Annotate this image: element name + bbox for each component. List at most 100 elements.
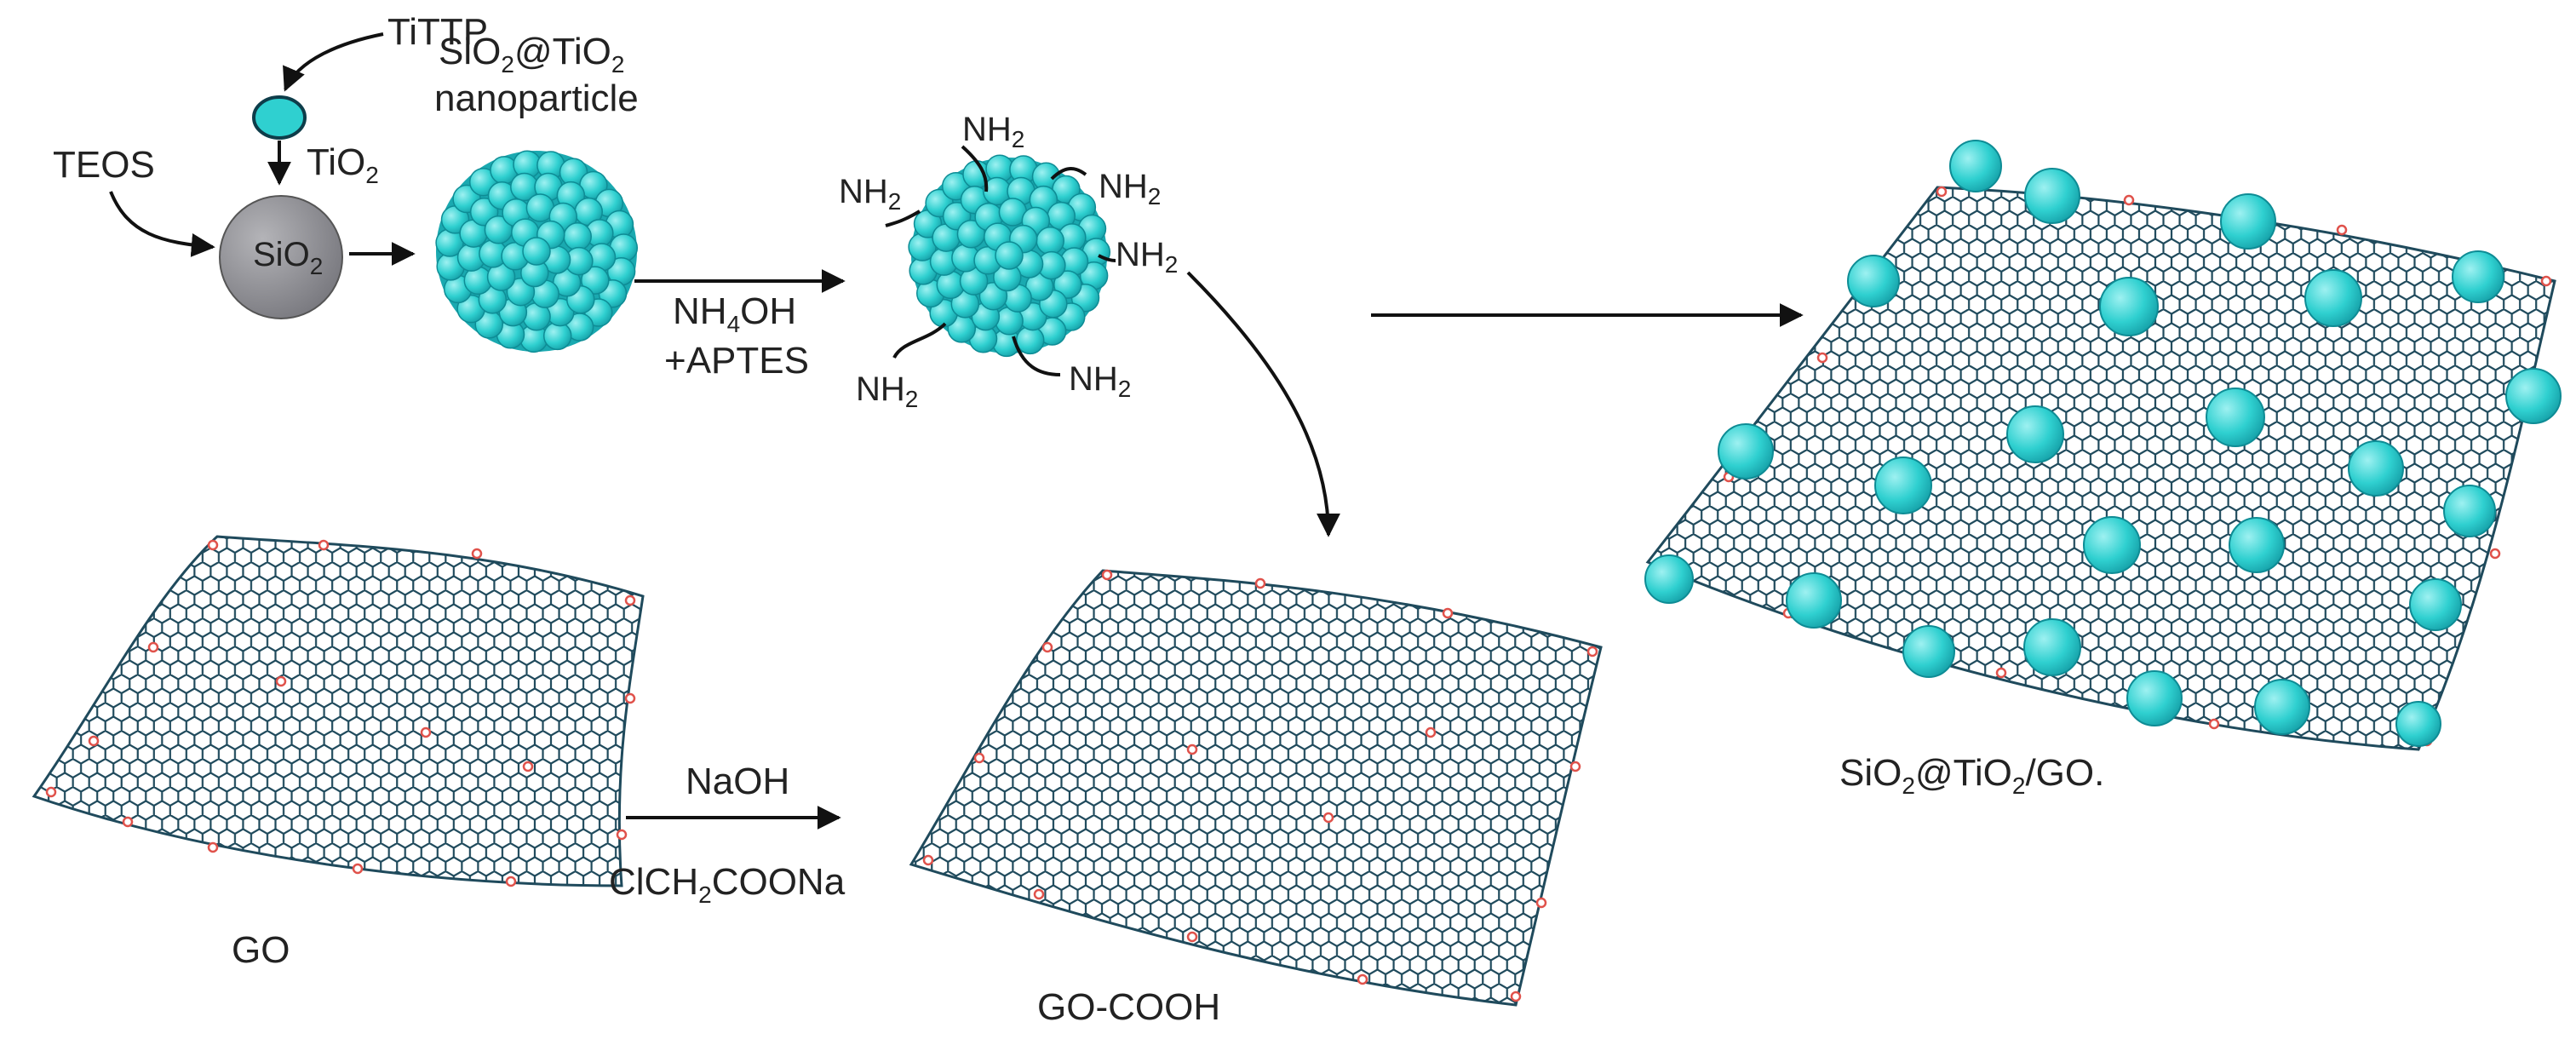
composite-label: SiO2@TiO2/GO.	[1839, 752, 2104, 799]
composite-nanoparticle	[2220, 193, 2276, 250]
oxygen-group	[318, 539, 330, 551]
oxygen-group	[1186, 744, 1198, 755]
tio2-bead	[563, 222, 592, 251]
oxygen-group	[2123, 194, 2135, 206]
composite-nanoparticle	[1644, 554, 1694, 604]
amine-functionalized-nanoparticle	[908, 154, 1111, 358]
go-cooh-sheet	[909, 569, 1603, 1007]
composite-nanoparticle	[2006, 405, 2064, 463]
go-cooh-label: GO-COOH	[1037, 986, 1220, 1028]
composite-nanoparticle	[1902, 625, 1955, 678]
composite-nanoparticle	[2505, 368, 2562, 424]
amine-chain-left	[885, 210, 921, 227]
composite-nanoparticle	[2126, 670, 2183, 726]
oxygen-group	[1510, 990, 1522, 1002]
tio2-bead	[1053, 270, 1082, 299]
amine-chain-top	[961, 145, 989, 192]
go-oxygen-groups	[45, 539, 636, 887]
nh4oh-label: NH4OH	[673, 290, 796, 337]
oxygen-group	[1586, 646, 1598, 657]
nh2-top-right: NH2	[1099, 168, 1161, 210]
oxygen-group	[624, 594, 636, 606]
tio2-label: TiO2	[307, 141, 379, 188]
np-label-line2: nanoparticle	[434, 78, 639, 119]
oxygen-group	[1995, 667, 2007, 679]
oxygen-group	[1254, 577, 1266, 589]
composite-nanoparticles	[1644, 140, 2562, 747]
go-label: GO	[232, 929, 290, 971]
composite-nanoparticle	[1718, 423, 1774, 479]
tio2-bead	[542, 321, 572, 351]
oxygen-group	[922, 854, 934, 866]
oxygen-group	[122, 816, 134, 828]
oxygen-group	[1535, 897, 1547, 909]
oxygen-group	[1442, 607, 1454, 619]
oxygen-group	[207, 841, 219, 853]
composite-nanoparticle	[2083, 516, 2141, 574]
composite-nanoparticle	[1786, 572, 1842, 629]
oxygen-group	[1101, 569, 1113, 581]
nh2-left: NH2	[839, 173, 901, 215]
clch2coona-label: ClCH2COONa	[609, 861, 846, 908]
oxygen-group	[522, 761, 534, 772]
teos-label: TEOS	[53, 144, 155, 186]
composite-nanoparticle	[2452, 250, 2504, 303]
composite-nanoparticle	[2443, 485, 2496, 537]
tio2-bead	[995, 241, 1024, 270]
oxygen-group	[471, 548, 483, 560]
composite-nanoparticle	[2099, 277, 2159, 336]
grafting-arrow	[1186, 271, 1340, 537]
oxygen-group	[624, 692, 636, 704]
tio2-bead	[522, 237, 551, 266]
oxygen-group	[88, 735, 100, 747]
tio2-bead	[581, 266, 610, 295]
composite-nanoparticle	[2023, 618, 2081, 676]
go-sheet	[32, 535, 645, 887]
tio2-bead	[1036, 227, 1064, 256]
nh2-top: NH2	[962, 111, 1024, 152]
composite-nanoparticle	[2409, 578, 2462, 631]
composite-nanoparticle	[2254, 679, 2310, 735]
nh2-bottom-left: NH2	[856, 370, 918, 412]
amine-chain-right	[1098, 254, 1116, 262]
titp-arrow	[283, 32, 384, 92]
composite-nanoparticle	[1949, 140, 2002, 192]
aptes-label: +APTES	[664, 340, 809, 382]
amine-chain-top-right	[1050, 167, 1087, 181]
oxygen-group	[1816, 352, 1828, 364]
oxygen-group	[2336, 224, 2348, 236]
oxygen-group	[1357, 973, 1368, 985]
oxygen-group	[1425, 726, 1437, 738]
composite-nanoparticle	[2229, 517, 2285, 573]
composite-nanoparticle	[2024, 168, 2080, 224]
amine-chain-bottom-left	[892, 322, 947, 359]
np-label-line1: SiO2@TiO2	[439, 31, 624, 78]
nh2-bottom-right: NH2	[1069, 360, 1131, 402]
oxygen-group	[1033, 888, 1045, 900]
oxygen-group	[207, 539, 219, 551]
composite-nanoparticle	[2395, 701, 2441, 747]
amine-groups: NH2 NH2 NH2 NH2 NH2 NH2	[839, 111, 1178, 412]
composite-nanoparticle	[2206, 388, 2265, 447]
composite-nanoparticle	[2304, 269, 2362, 327]
oxygen-group	[2540, 275, 2552, 287]
oxygen-group	[1569, 761, 1581, 772]
oxygen-group	[420, 726, 432, 738]
oxygen-group	[352, 863, 364, 875]
tio2-bead	[1015, 325, 1045, 355]
sio2-core	[219, 195, 343, 319]
oxygen-group	[1322, 812, 1334, 824]
oxygen-group	[505, 876, 517, 887]
oxygen-group	[1936, 186, 1948, 198]
tio2-seed	[252, 95, 307, 140]
oxygen-group	[616, 829, 628, 841]
composite-nanoparticle	[1847, 255, 1900, 307]
naoh-label: NaOH	[686, 761, 789, 802]
oxygen-group	[973, 752, 985, 764]
titp-label: TiTTP	[387, 11, 488, 53]
oxygen-group	[1041, 641, 1053, 653]
oxygen-group	[1186, 931, 1198, 943]
amine-chain-bottom-right	[1012, 336, 1061, 376]
go-cooh-oxygen-groups	[922, 569, 1598, 1002]
